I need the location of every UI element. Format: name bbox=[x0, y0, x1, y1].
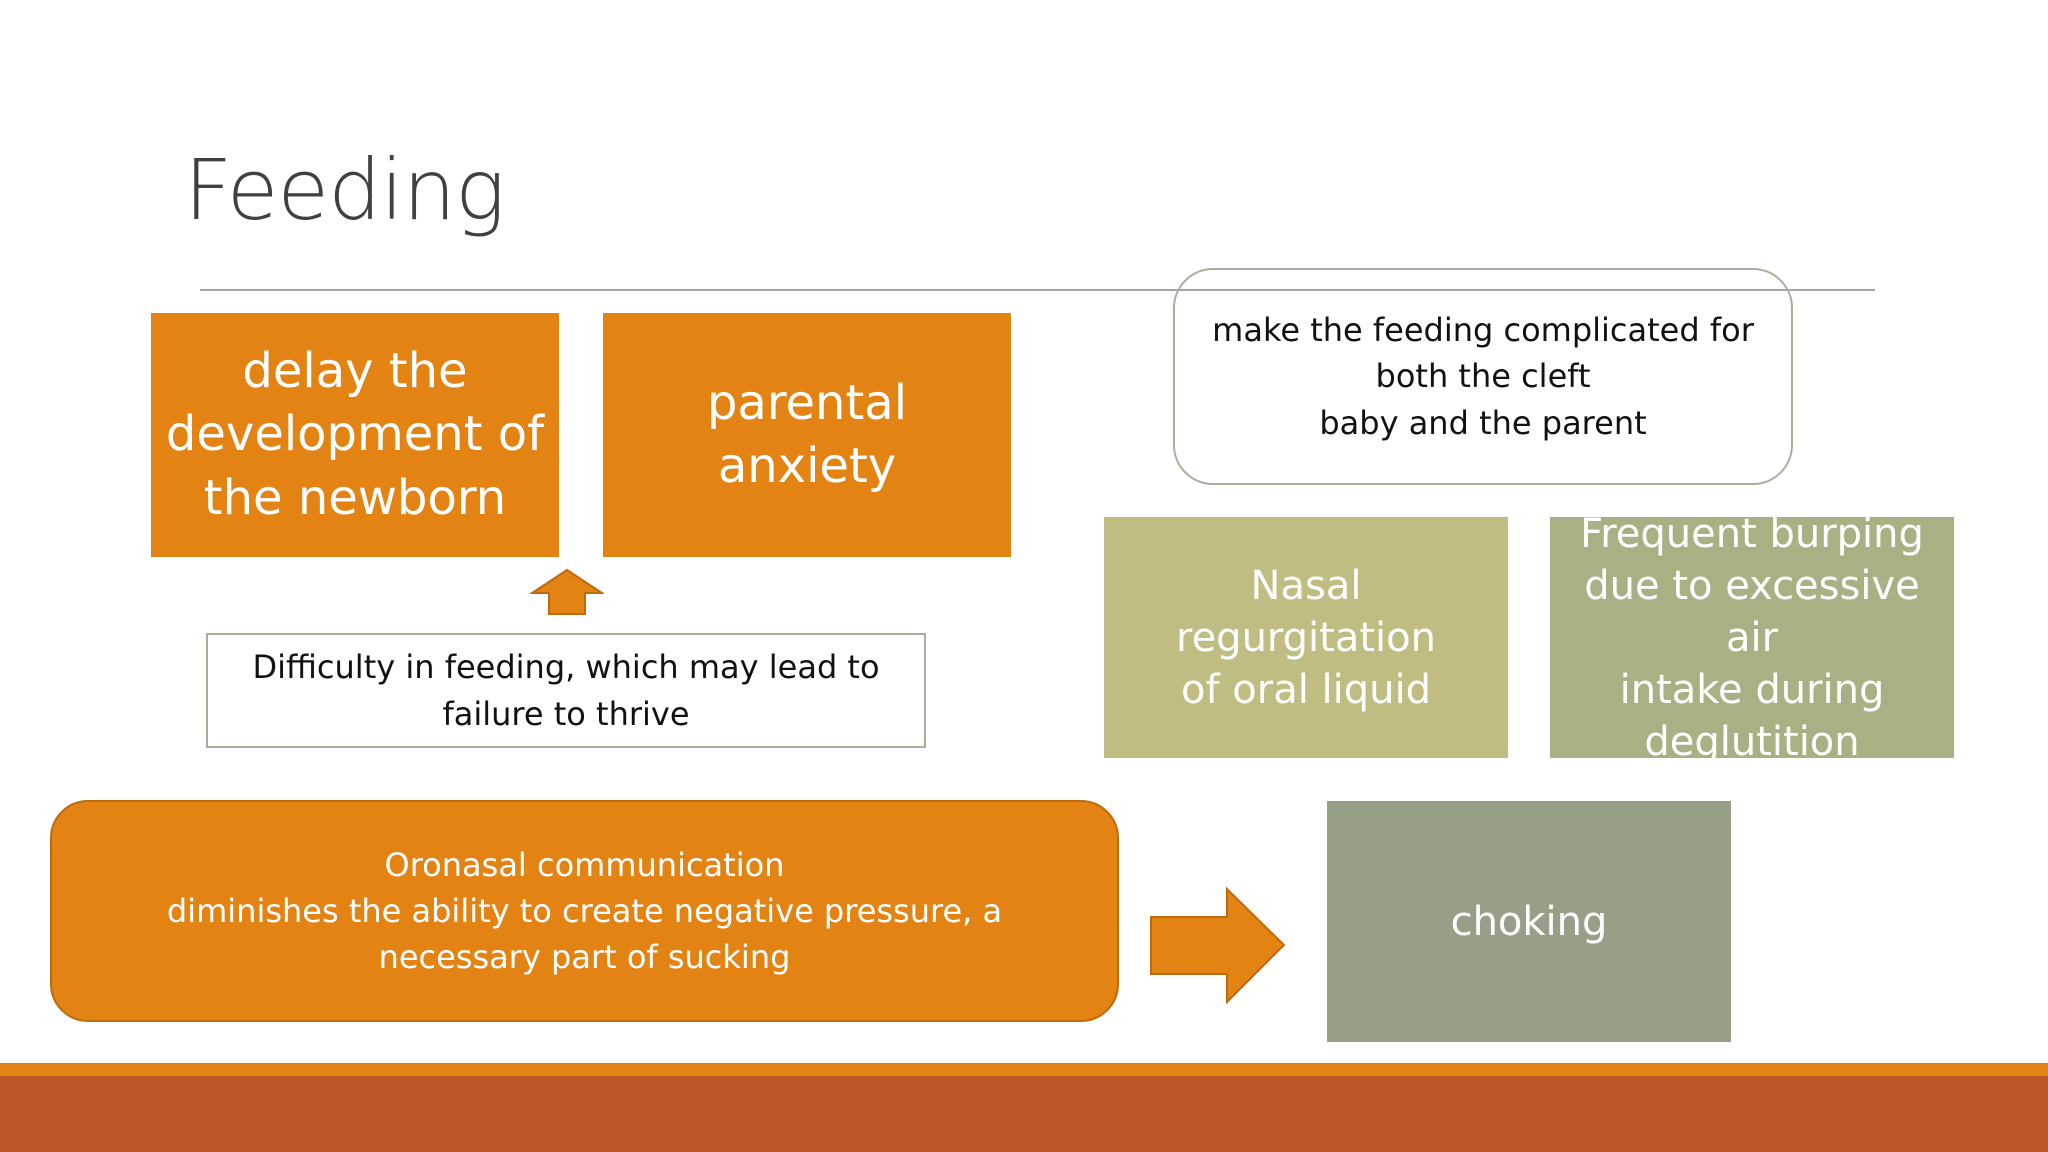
footer-accent-stripe bbox=[0, 1063, 2048, 1076]
oronasal-communication-box: Oronasal communication diminishes the ab… bbox=[50, 800, 1119, 1022]
parental-anxiety-box: parental anxiety bbox=[603, 313, 1011, 557]
choking-box: choking bbox=[1327, 801, 1731, 1042]
difficulty-feeding-box: Difficulty in feeding, which may lead to… bbox=[206, 633, 926, 748]
right-arrow-shape bbox=[1150, 887, 1286, 1004]
footer-bar bbox=[0, 1076, 2048, 1152]
frequent-burping-box: Frequent burping due to excessive air in… bbox=[1550, 511, 1954, 765]
up-arrow-icon bbox=[530, 568, 604, 615]
up-arrow-shape bbox=[530, 568, 604, 615]
slide-title: Feeding bbox=[184, 141, 505, 239]
right-arrow-icon bbox=[1150, 887, 1286, 1004]
title-divider bbox=[200, 289, 1875, 291]
delay-development-box: delay the development of the newborn bbox=[151, 313, 559, 557]
complicated-feeding-box: make the feeding complicated for both th… bbox=[1173, 268, 1793, 485]
nasal-regurgitation-box: Nasal regurgitation of oral liquid bbox=[1104, 517, 1508, 758]
